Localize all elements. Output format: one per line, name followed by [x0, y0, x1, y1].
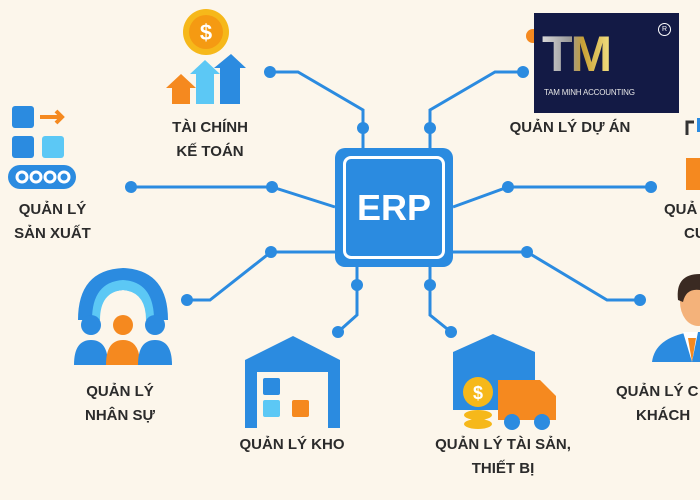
- module-label: QUẢN LÝ KHO: [239, 436, 345, 453]
- logo-name: TAM MINH ACCOUNTING: [544, 88, 635, 97]
- finance-icon: $: [166, 9, 246, 104]
- module-warehouse: QUẢN LÝ KHO: [232, 433, 352, 457]
- customer-icon: [652, 274, 700, 362]
- module-hr: QUẢN LÝ NHÂN SỰ: [70, 380, 170, 428]
- module-label: NHÂN SỰ: [85, 407, 155, 424]
- module-label: QUẢN LÝ: [86, 383, 154, 400]
- module-production: QUẢN LÝ SẢN XUẤT: [5, 198, 100, 246]
- erp-label: ERP: [343, 156, 445, 259]
- erp-chip: ERP: [335, 148, 453, 267]
- registered-mark: R: [658, 23, 671, 36]
- module-customer: QUẢN LÝ C KHÁCH: [616, 380, 700, 428]
- module-label: CU: [684, 225, 700, 242]
- module-supply: QUẢ CU: [664, 198, 700, 246]
- module-label: THIẾT BỊ: [471, 460, 535, 477]
- module-label: KẾ TOÁN: [176, 143, 244, 160]
- module-finance: TÀI CHÍNH KẾ TOÁN: [155, 116, 265, 164]
- module-label: QUẢN LÝ DỰ ÁN: [509, 119, 631, 136]
- module-assets: QUẢN LÝ TÀI SẢN, THIẾT BỊ: [428, 433, 578, 481]
- module-label: QUẢN LÝ TÀI SẢN,: [435, 436, 571, 453]
- module-label: SẢN XUẤT: [14, 225, 91, 242]
- assets-icon: $: [453, 334, 556, 430]
- module-label: QUẢ: [664, 201, 698, 218]
- hr-icon: [74, 268, 172, 365]
- warehouse-icon: [245, 336, 340, 428]
- module-label: QUẢN LÝ: [18, 201, 87, 218]
- module-label: QUẢN LÝ C: [616, 383, 699, 400]
- production-icon: [8, 106, 76, 189]
- module-project: QUẢN LÝ DỰ ÁN: [500, 116, 640, 140]
- module-label: TÀI CHÍNH: [172, 119, 248, 136]
- logo: TM R TAM MINH ACCOUNTING: [534, 13, 679, 113]
- module-label: KHÁCH: [636, 407, 691, 424]
- svg-text:$: $: [473, 383, 483, 403]
- logo-mark: TM: [542, 26, 612, 82]
- supply-icon: [685, 118, 700, 190]
- svg-text:$: $: [200, 20, 212, 45]
